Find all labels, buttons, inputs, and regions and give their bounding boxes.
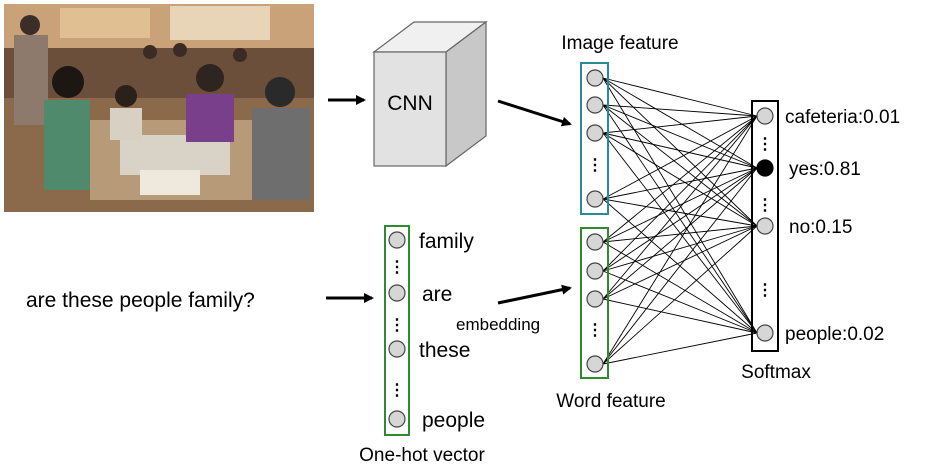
connection-line <box>602 115 758 365</box>
ellipsis: ⋮ <box>389 259 405 276</box>
connection-line <box>602 115 758 134</box>
connection-line <box>602 225 758 365</box>
word-feature-nodes: ⋮ <box>586 233 604 373</box>
cnn-block: CNN <box>372 20 488 168</box>
connection-line <box>602 241 758 334</box>
softmax-node <box>756 324 774 342</box>
ellipsis: ⋮ <box>389 382 405 399</box>
one-hot-box <box>384 225 410 436</box>
restaurant-photo <box>4 4 314 212</box>
word-feature-node <box>586 262 604 280</box>
word-feature-title: Word feature <box>556 391 665 412</box>
image-feature-node <box>586 69 604 87</box>
connection-line <box>602 167 758 272</box>
connection-line <box>602 77 758 227</box>
connection-line <box>602 167 758 365</box>
ellipsis: ⋮ <box>757 197 773 214</box>
fully-connected-lines <box>602 77 758 365</box>
connection-line <box>602 132 758 169</box>
one-hot-node <box>388 284 406 302</box>
ellipsis: ⋮ <box>587 157 603 174</box>
connection-line <box>602 332 758 365</box>
connection-line <box>602 104 758 227</box>
connection-line <box>602 167 758 243</box>
word-feature-node <box>586 233 604 251</box>
one-hot-node <box>388 340 406 358</box>
cnn-label: CNN <box>387 92 433 115</box>
ellipsis: ⋮ <box>389 317 405 334</box>
image-feature-node <box>586 190 604 208</box>
softmax-title: Softmax <box>741 362 811 383</box>
image-feature-nodes: ⋮ <box>586 69 604 208</box>
softmax-nodes: ⋮ ⋮ ⋮ <box>756 107 774 342</box>
image-feature-node <box>586 124 604 142</box>
connection-line <box>602 225 758 272</box>
image-feature-node <box>586 96 604 114</box>
connection-line <box>602 198 758 227</box>
one-hot-word: are <box>422 283 452 306</box>
connection-line <box>602 77 758 117</box>
connection-line <box>602 167 758 300</box>
one-hot-word: people <box>422 409 485 432</box>
connection-line <box>602 167 758 200</box>
image-feature-title: Image feature <box>561 33 678 54</box>
word-feature-box <box>580 227 609 379</box>
ellipsis: ⋮ <box>757 282 773 299</box>
arrow-cnn-to-image-feature <box>497 99 572 127</box>
connection-line <box>602 115 758 243</box>
connection-line <box>602 77 758 334</box>
connection-line <box>602 115 758 272</box>
one-hot-node <box>388 231 406 249</box>
embedding-label: embedding <box>456 315 540 334</box>
connection-line <box>602 104 758 117</box>
softmax-output-label: yes:0.81 <box>789 159 861 180</box>
one-hot-vector: ⋮ ⋮ ⋮ <box>384 225 410 436</box>
one-hot-caption: One-hot vector <box>359 445 485 466</box>
softmax-output-label: no:0.15 <box>789 217 852 238</box>
connection-line <box>602 225 758 300</box>
softmax-output-label: people:0.02 <box>785 324 884 345</box>
question-text: are these people family? <box>26 289 255 312</box>
connection-line <box>602 270 758 334</box>
arrow-onehot-to-word-feature <box>497 284 572 305</box>
softmax-output-label: cafeteria:0.01 <box>785 107 900 128</box>
one-hot-word: family <box>419 230 474 253</box>
word-feature-node <box>586 355 604 373</box>
ellipsis: ⋮ <box>757 136 773 153</box>
connection-line <box>602 115 758 200</box>
connection-line <box>602 115 758 300</box>
softmax-node-active <box>756 159 774 177</box>
connection-line <box>602 298 758 334</box>
softmax-box <box>751 100 779 352</box>
image-feature-box <box>580 62 609 215</box>
word-feature-node <box>586 290 604 308</box>
ellipsis: ⋮ <box>587 322 603 339</box>
softmax-node <box>756 107 774 125</box>
softmax-node <box>756 217 774 235</box>
one-hot-word: these <box>419 339 470 362</box>
connection-line <box>602 77 758 169</box>
one-hot-node <box>388 410 406 428</box>
